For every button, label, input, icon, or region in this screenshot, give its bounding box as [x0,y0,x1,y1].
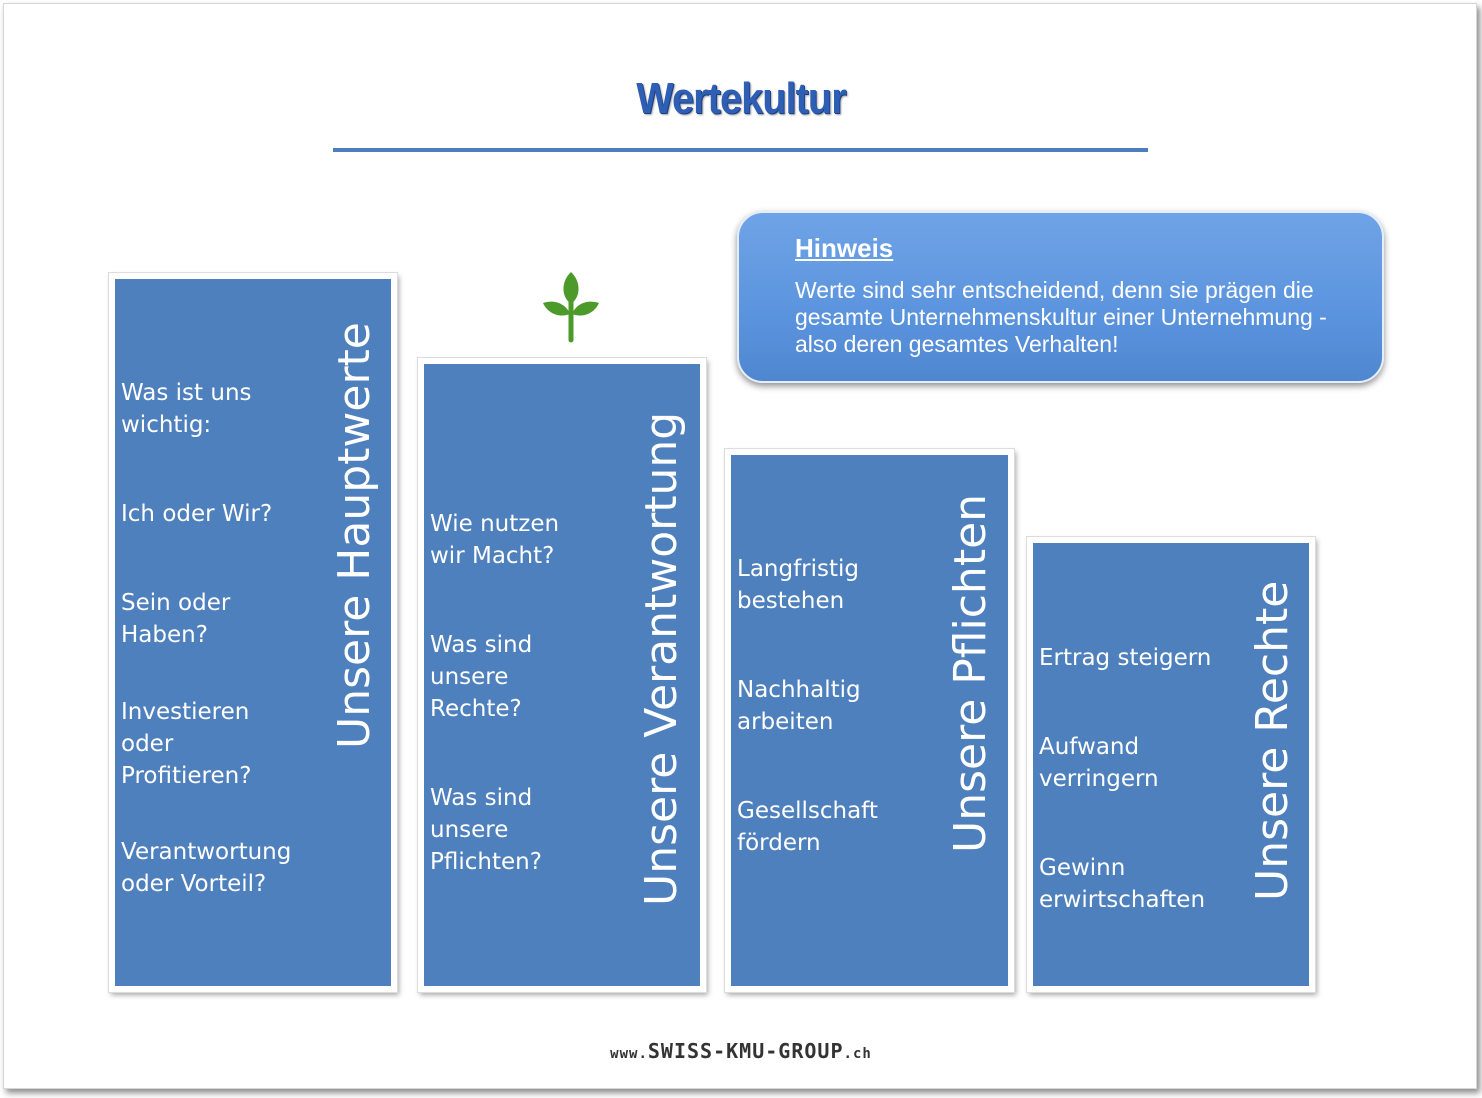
list-item: Was ist uns wichtig: [121,380,252,438]
sprout-icon [543,272,599,343]
list-item: Sein oder Haben? [121,590,231,648]
list-item: Was sind unsere Rechte? [430,632,533,722]
column-rechte: Ertrag steigern Aufwand verringern Gewin… [1027,537,1315,992]
list-item: Ich oder Wir? [121,501,273,527]
list-item: Gesellschaft fördern [737,798,878,856]
page-title: Wertekultur [636,74,846,123]
hint-heading: Hinweis [795,233,894,263]
list-item: Ertrag steigern [1039,645,1212,671]
footer-prefix: www. [610,1046,648,1062]
column-pflichten: Langfristig bestehen Nachhaltig arbeiten… [725,449,1014,992]
column-label: Unsere Verantwortung [636,411,687,906]
footer-url: www.SWISS-KMU-GROUP.ch [0,1039,1482,1063]
footer-domain: SWISS-KMU-GROUP [647,1039,844,1063]
list-item: Nachhaltig arbeiten [737,677,861,735]
list-item: Verantwortung oder Vorteil? [121,839,292,897]
column-label: Unsere Hauptwerte [329,322,380,749]
title-underline [333,148,1148,152]
list-item: Wie nutzen wir Macht? [430,511,560,569]
list-item: Investieren oder Profitieren? [121,699,252,789]
hint-text: Werte sind sehr entscheidend, denn sie p… [795,277,1327,357]
list-item: Aufwand verringern [1039,734,1159,792]
column-verantwortung: Wie nutzen wir Macht? Was sind unsere Re… [418,358,706,992]
list-item: Gewinn erwirtschaften [1039,855,1206,913]
list-item: Was sind unsere Pflichten? [430,785,542,875]
footer-suffix: .ch [843,1046,872,1062]
column-hauptwerte: Was ist uns wichtig: Ich oder Wir? Sein … [109,273,397,992]
list-item: Langfristig bestehen [737,556,860,614]
column-label: Unsere Pflichten [945,493,996,853]
column-label: Unsere Rechte [1247,580,1298,901]
hint-box: Hinweis Werte sind sehr entscheidend, de… [737,211,1384,383]
